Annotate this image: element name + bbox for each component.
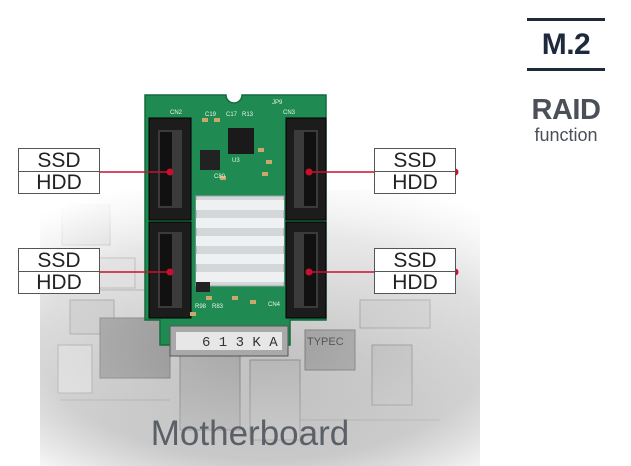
silkscreen-label: CN2 (170, 110, 183, 116)
label-hdd: HDD (36, 271, 82, 294)
sata-port-cn4 (285, 221, 327, 319)
silkscreen-label: R83 (212, 304, 224, 310)
silkscreen-label: R98 (195, 304, 207, 310)
label-ssd: SSD (393, 149, 437, 172)
badge-raid: RAID (531, 94, 601, 126)
callout-dot (166, 168, 174, 176)
label-box-top-right: SSD HDD (374, 148, 456, 194)
badge-rule-top (527, 18, 605, 21)
silkscreen-label: CN3 (283, 110, 296, 116)
silkscreen-label: CN4 (268, 302, 281, 308)
controller-chip (228, 128, 254, 154)
callout-dot (166, 268, 174, 276)
sata-port-cn3 (285, 117, 327, 221)
label-box-bottom-right: SSD HDD (374, 248, 456, 294)
silkscreen-label: JP9 (272, 100, 283, 106)
silkscreen-label: C80 (214, 174, 226, 180)
label-hdd: HDD (392, 271, 438, 294)
label-ssd: SSD (37, 249, 81, 272)
badge-rule-bottom (527, 68, 605, 71)
label-hdd: HDD (392, 171, 438, 194)
label-box-bottom-left: SSD HDD (18, 248, 100, 294)
label-ssd: SSD (37, 149, 81, 172)
silkscreen-label: C17 (226, 112, 238, 118)
callout-dot (305, 268, 313, 276)
label-ssd: SSD (393, 249, 437, 272)
heatsink (195, 195, 285, 287)
silkscreen-label: R13 (242, 112, 254, 118)
chip-marking: 6 1 3 K A (202, 335, 278, 351)
label-box-top-left: SSD HDD (18, 148, 100, 194)
badge-function: function (534, 125, 598, 145)
label-hdd: HDD (36, 171, 82, 194)
callout-dot (305, 168, 313, 176)
badge-title: M.2 (541, 28, 591, 61)
motherboard-caption: Motherboard (150, 414, 350, 453)
silkscreen-label: U3 (232, 158, 240, 164)
silkscreen-label: C19 (205, 112, 217, 118)
